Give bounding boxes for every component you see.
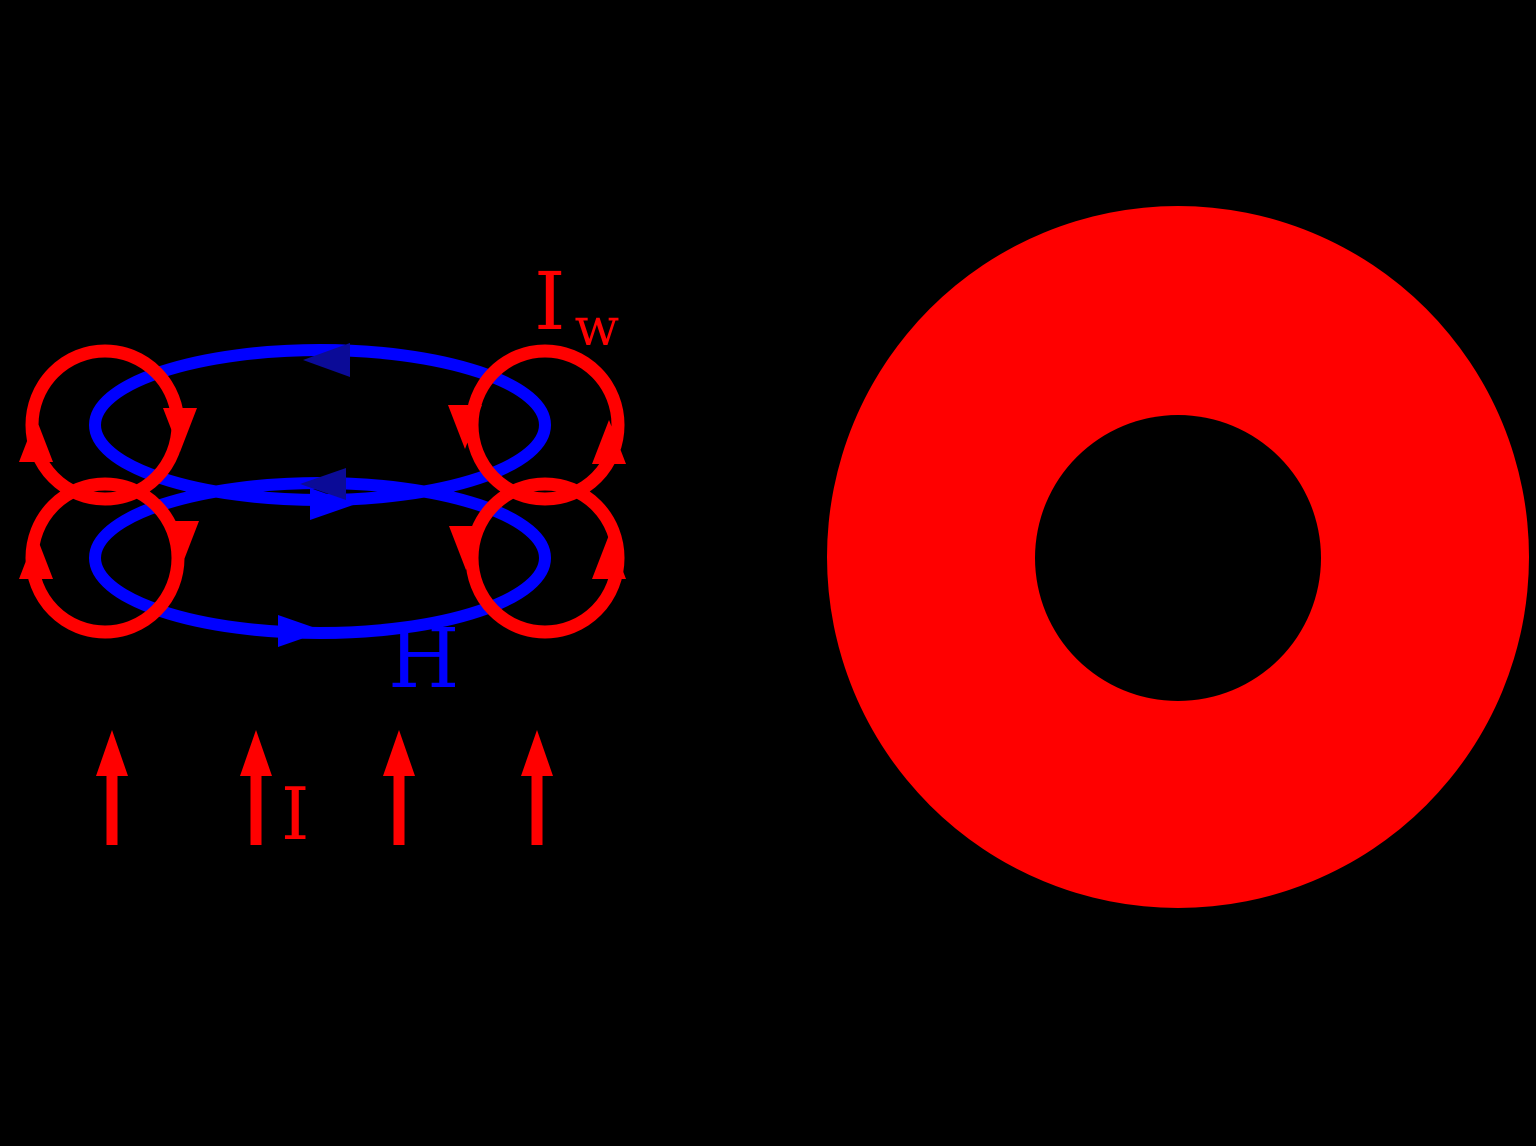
current-arrow-1-shaft [106,772,118,845]
winding-arrow-up-top-right-icon [592,420,626,464]
winding-arrow-down-bottom-right-icon [449,526,483,570]
winding-current-label-subscript: w [574,298,620,358]
total-current-label: I [281,772,310,856]
current-arrow-3-head-icon [383,730,415,776]
current-arrow-2-shaft [250,772,262,845]
winding-arrow-up-top-left-icon [19,418,53,462]
h-arrow-far-middle-icon [300,468,346,500]
h-field-label: H [388,612,460,707]
winding-arrow-down-top-left-icon [163,408,197,452]
h-arrow-near-bottom-icon [278,615,324,647]
winding-arrow-up-bottom-left-icon [19,535,53,579]
toroid-cross-section [827,206,1529,908]
winding-loop-top-left [25,344,185,506]
current-arrows [96,730,553,845]
current-arrow-3-shaft [393,772,405,845]
h-arrow-far-top-icon [303,343,350,377]
current-arrow-1-head-icon [96,730,128,776]
winding-current-label-base: I [534,255,566,348]
current-arrow-4-head-icon [521,730,553,776]
solenoid-diagram [19,343,626,845]
winding-arrow-down-bottom-left-icon [165,521,199,565]
toroid-hole [1035,415,1321,701]
winding-loop-bottom-left [25,477,185,639]
winding-arrow-up-bottom-right-icon [592,535,626,579]
current-arrow-4-shaft [531,772,543,845]
winding-loop-bottom-right [465,477,625,639]
h-arrow-near-middle-icon [310,488,356,520]
winding-arrow-down-top-right-icon [448,405,482,449]
current-arrow-2-head-icon [240,730,272,776]
